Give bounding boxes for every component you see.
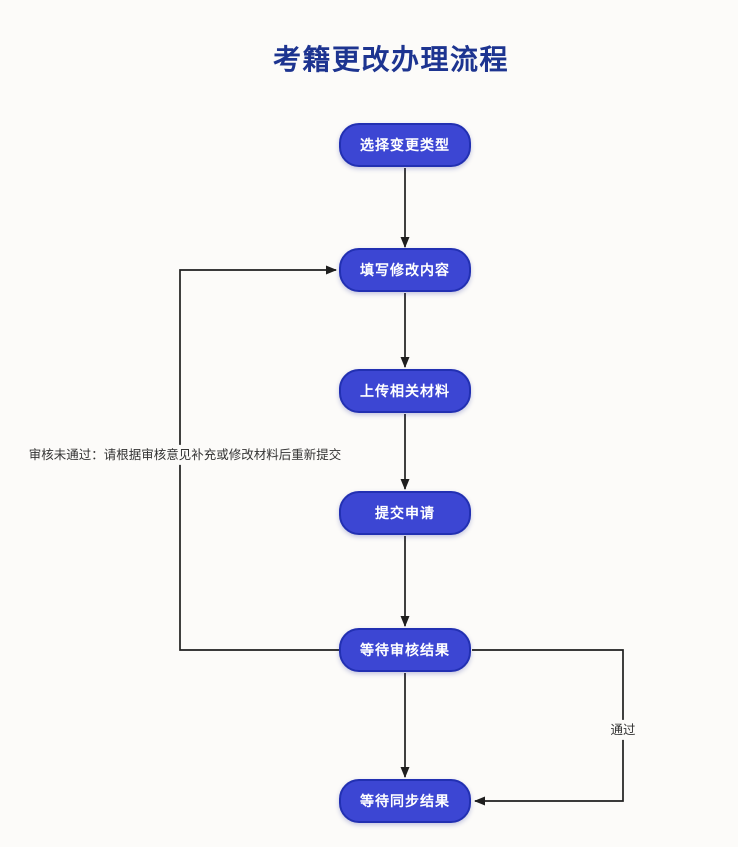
flow-node-await-review-result: 等待审核结果 bbox=[339, 628, 471, 672]
flow-node-upload-related-materials: 上传相关材料 bbox=[339, 369, 471, 413]
flow-node-fill-modification-content: 填写修改内容 bbox=[339, 248, 471, 292]
edge-label-review-passed: 通过 bbox=[605, 719, 641, 741]
edge-label-review-rejected: 审核未通过：请根据审核意见补充或修改材料后重新提交 bbox=[23, 444, 347, 466]
page-title: 考籍更改办理流程 bbox=[272, 44, 510, 75]
flow-node-select-change-type: 选择变更类型 bbox=[339, 123, 471, 167]
edge-review-pass-loop bbox=[472, 649, 624, 806]
flow-node-await-sync-result: 等待同步结果 bbox=[339, 779, 471, 823]
flow-node-submit-application: 提交申请 bbox=[339, 491, 471, 535]
